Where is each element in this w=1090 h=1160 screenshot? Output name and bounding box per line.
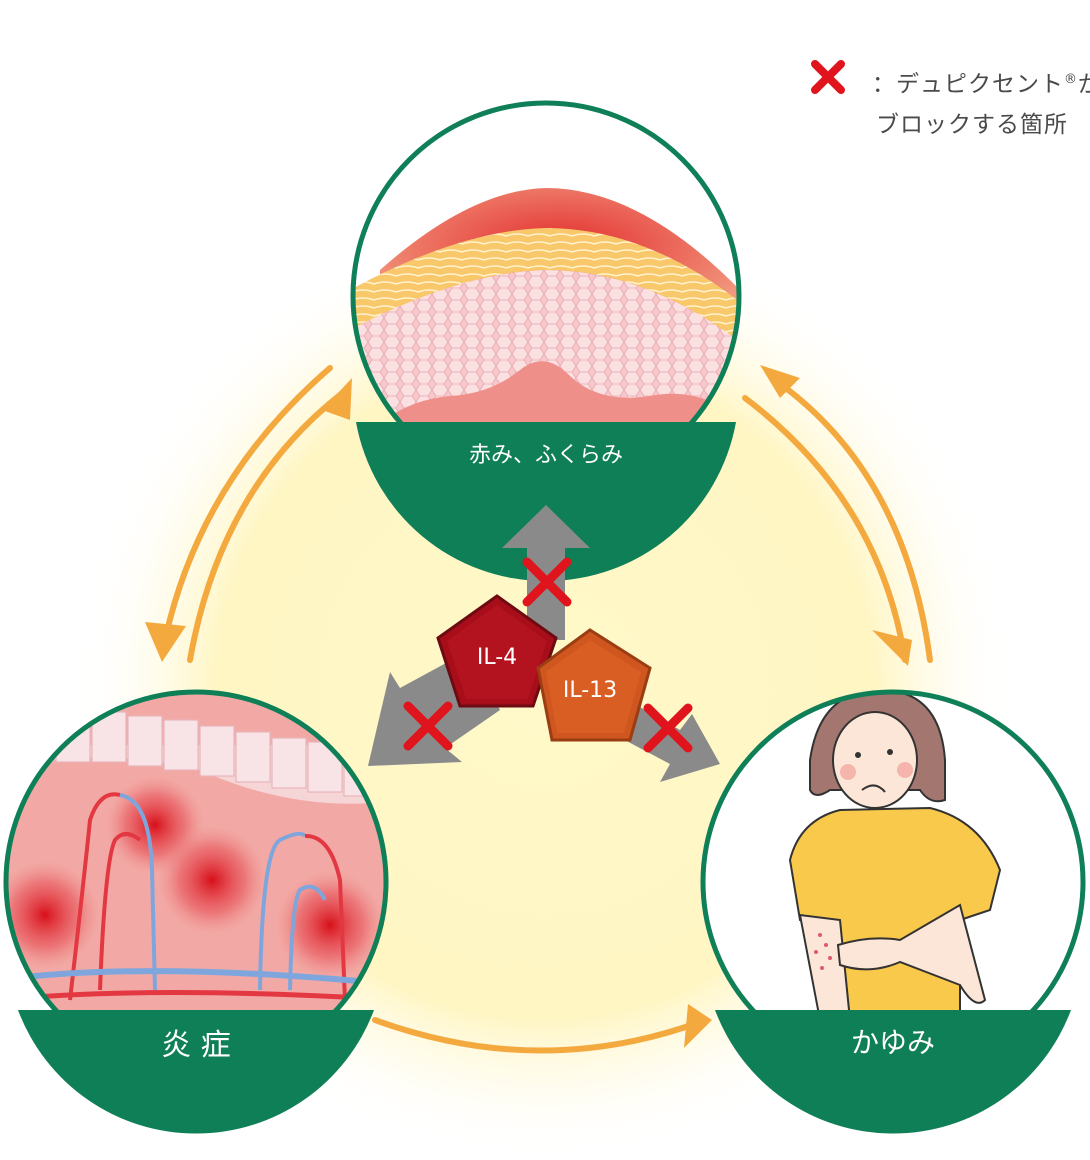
il13-label: IL-13 — [563, 678, 617, 703]
blush-right — [897, 762, 913, 778]
legend-line-2: ブロックする箇所 — [876, 111, 1068, 138]
block-x-left — [403, 701, 453, 751]
arrowhead-1 — [145, 622, 186, 662]
legend-colon: ： — [872, 71, 896, 98]
arrow-right-to-top — [769, 375, 933, 663]
block-x-top — [522, 557, 572, 607]
node-left-label: 炎 症 — [161, 1028, 231, 1063]
il4-label: IL-4 — [477, 645, 517, 670]
arrowhead-3 — [872, 630, 912, 666]
inflammation-spot-4 — [275, 870, 385, 980]
stratum-layer — [353, 228, 739, 350]
node-top: 赤み、ふくらみ — [350, 100, 742, 582]
blush-left — [840, 764, 856, 780]
legend-registered-mark: ® — [1064, 72, 1078, 87]
arrow-top-to-right — [742, 395, 908, 663]
grey-arrow-up — [502, 505, 590, 640]
cycle-arrowheads — [145, 365, 912, 1048]
legend-line-1-tail: が — [1078, 72, 1090, 98]
node-top-label: 赤み、ふくらみ — [469, 443, 623, 468]
legend-line-1: ：デュピクセント®が — [872, 60, 1090, 105]
arrowhead-2 — [322, 378, 352, 420]
inflammation-spot-3 — [157, 825, 267, 935]
arrowhead-4 — [760, 365, 800, 398]
legend-drug-name: デュピクセント — [896, 71, 1064, 98]
cycle-arrows — [162, 365, 933, 1054]
arrowhead-5 — [684, 1004, 712, 1048]
dermis-layer — [360, 361, 739, 440]
arrow-left-to-right — [372, 1017, 703, 1054]
node-right-label: かゆみ — [851, 1026, 935, 1059]
rash-dots — [814, 933, 832, 970]
arrow-top-to-left — [162, 365, 333, 643]
woman-arm-right — [836, 903, 987, 1004]
il4-pentagon: IL-4 — [436, 594, 558, 708]
blood-vessels — [6, 792, 386, 1003]
node-left: 炎 症 — [3, 689, 389, 1134]
node-right: かゆみ — [700, 689, 1086, 1134]
block-x-right — [643, 703, 693, 753]
arrow-left-to-top — [187, 392, 343, 663]
woman-face — [832, 711, 918, 809]
il13-pentagon: IL-13 — [536, 628, 652, 742]
legend: ：デュピクセント®が ブロックする箇所 — [872, 60, 1090, 145]
legend-red-x-icon — [811, 60, 845, 94]
block-x-marks — [403, 557, 693, 753]
